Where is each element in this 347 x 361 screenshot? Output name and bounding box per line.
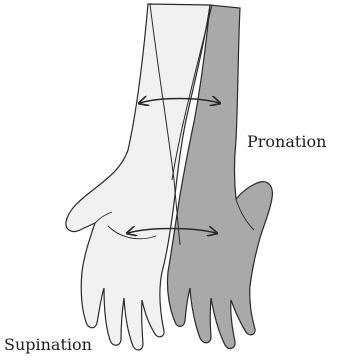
pronation-label: Pronation xyxy=(247,134,326,150)
supination-label: Supination xyxy=(4,337,92,353)
